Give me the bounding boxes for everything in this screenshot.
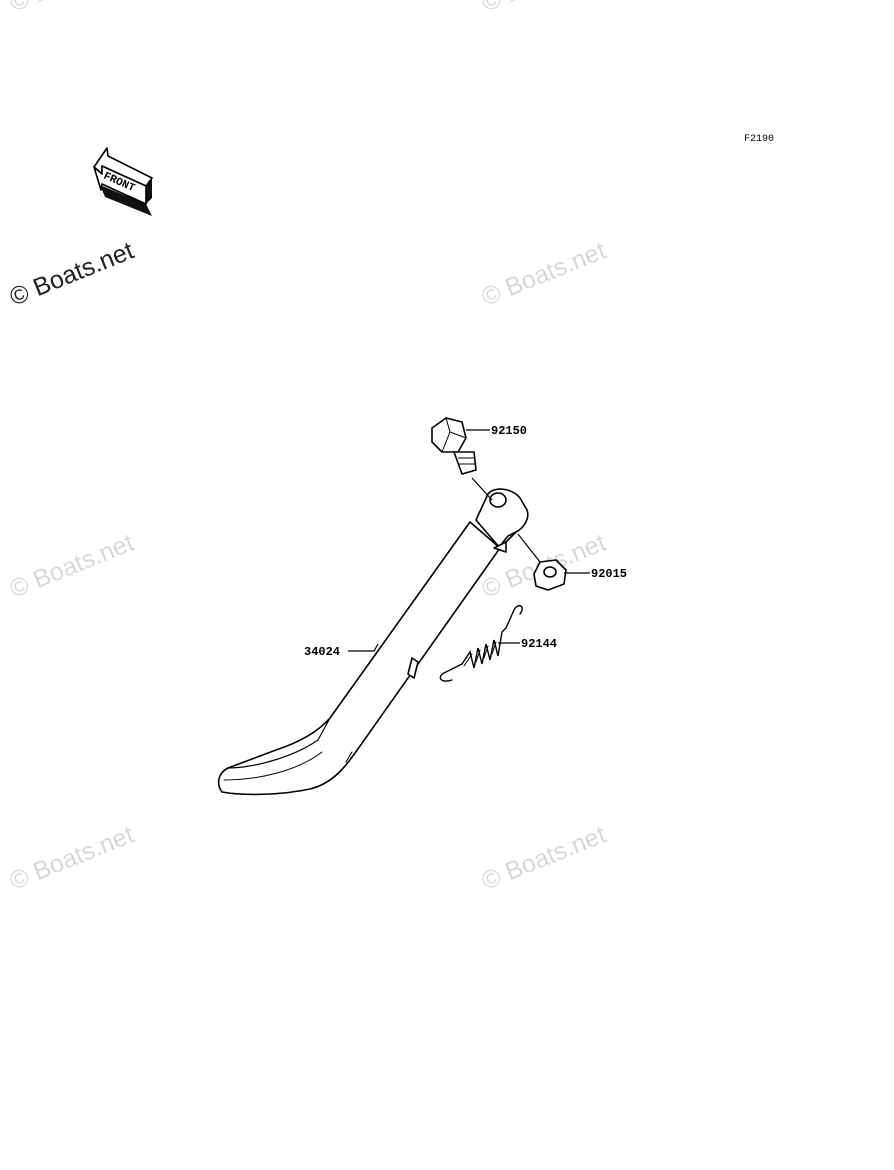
watermark: © Boats.net	[478, 237, 610, 312]
watermark: © Boats.net	[478, 0, 610, 18]
hex-nut-icon	[533, 559, 567, 591]
leader-lines	[348, 429, 590, 652]
part-code-92015: 92015	[591, 567, 627, 581]
watermark: © Boats.net	[478, 821, 610, 896]
side-stand-icon	[217, 488, 529, 796]
nut-guide-line	[517, 533, 541, 563]
part-code-34024: 34024	[304, 645, 340, 659]
part-code-92144: 92144	[521, 637, 557, 651]
part-code-92150: 92150	[491, 424, 527, 438]
coil-spring-icon	[439, 604, 523, 682]
front-arrow-icon: FRONT	[93, 147, 153, 216]
watermark: © Boats.net	[6, 529, 138, 604]
bolt-guide-line	[471, 477, 493, 501]
hex-bolt-icon	[431, 417, 477, 475]
figure-code: F2190	[744, 134, 774, 145]
watermark: © Boats.net	[6, 821, 138, 896]
watermark-main: © Boats.net	[6, 237, 138, 312]
watermark: © Boats.net	[6, 0, 138, 18]
